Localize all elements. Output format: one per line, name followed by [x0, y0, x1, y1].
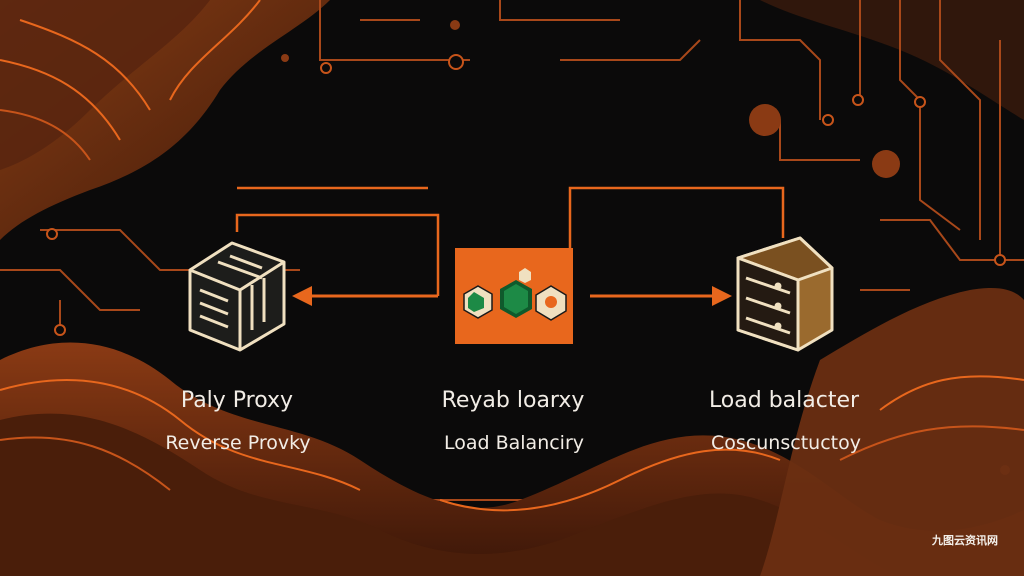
node-center-title: Reyab loarxy: [441, 388, 585, 413]
connector-top-right: [568, 186, 785, 248]
arrow-to-right-head: [712, 286, 732, 306]
decor-wave-top-left: [0, 0, 330, 240]
node-right-subtitle: Coscunsctuctoy: [711, 432, 861, 454]
watermark: 九图云资讯网: [932, 534, 998, 547]
server-box-icon: [188, 241, 286, 352]
node-center-subtitle: Load Balanciry: [443, 432, 585, 454]
node-left-title: Paly Proxy: [180, 388, 294, 413]
node-left-subtitle: Reverse Provky: [165, 432, 311, 454]
connector-top-left-lower: [235, 213, 440, 296]
decor-wave-top-right: [760, 0, 1024, 120]
connectors: [235, 186, 785, 306]
load-balancer-hexagons-icon: [455, 248, 573, 344]
server-rack-icon: [736, 236, 834, 352]
decor-wave-bottom: [0, 288, 1024, 576]
node-right-title: Load balacter: [708, 388, 860, 413]
arrow-to-left-head: [292, 286, 312, 306]
